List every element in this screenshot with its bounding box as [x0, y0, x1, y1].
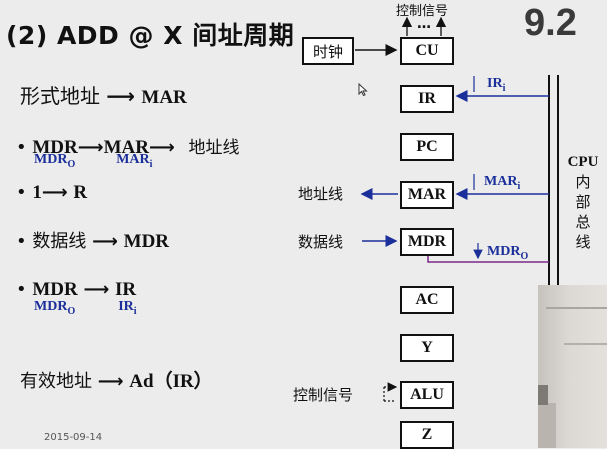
alu-control-label: 控制信号: [293, 384, 353, 405]
register-alu: ALU: [400, 381, 454, 409]
ir-in-signal: IRi: [487, 76, 505, 94]
control-dots: …: [417, 16, 431, 32]
mdr-out-signal: MDRO: [487, 244, 528, 262]
register-z: Z: [400, 421, 454, 449]
clock-box: 时钟: [302, 37, 354, 65]
address-bus-label: 地址线: [298, 183, 343, 204]
register-cu: CU: [400, 37, 454, 65]
register-y: Y: [400, 334, 454, 362]
register-pc: PC: [400, 133, 454, 161]
lecturer-video-thumbnail: [538, 285, 607, 448]
register-mdr: MDR: [400, 228, 454, 256]
mouse-cursor-icon: [358, 83, 368, 97]
register-ir: IR: [400, 85, 454, 113]
data-bus-label: 数据线: [298, 231, 343, 252]
cpu-internal-bus-label: CPU 内 部 总 线: [563, 152, 603, 252]
register-mar: MAR: [400, 181, 454, 209]
mar-in-signal: MARi: [484, 174, 520, 192]
register-ac: AC: [400, 286, 454, 314]
